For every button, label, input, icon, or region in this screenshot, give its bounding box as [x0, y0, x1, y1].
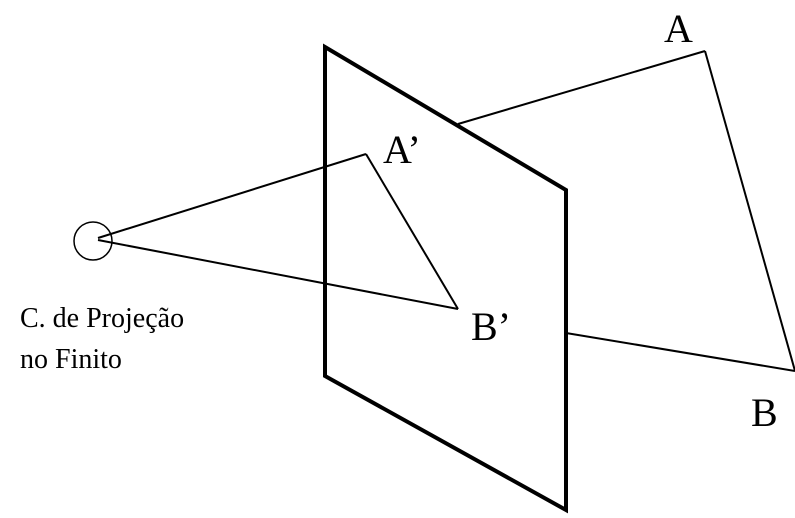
projection-plane — [323, 43, 568, 514]
segment-a-proj-b-proj — [365, 153, 459, 310]
ray-to-b — [565, 332, 795, 372]
ray-center-to-a-proj — [97, 153, 367, 239]
ray-center-to-b-proj — [97, 239, 459, 310]
label-point-b-proj: B’ — [471, 304, 511, 349]
projection-center-circle — [73, 221, 113, 261]
segment-a-b — [704, 50, 795, 372]
ray-to-a — [457, 50, 706, 125]
label-point-a-proj: A’ — [383, 127, 421, 172]
label-point-b: B — [751, 390, 778, 435]
label-center-line1: C. de Projeção — [20, 303, 185, 334]
label-point-a: A — [664, 6, 693, 51]
label-center-line2: no Finito — [20, 344, 122, 375]
